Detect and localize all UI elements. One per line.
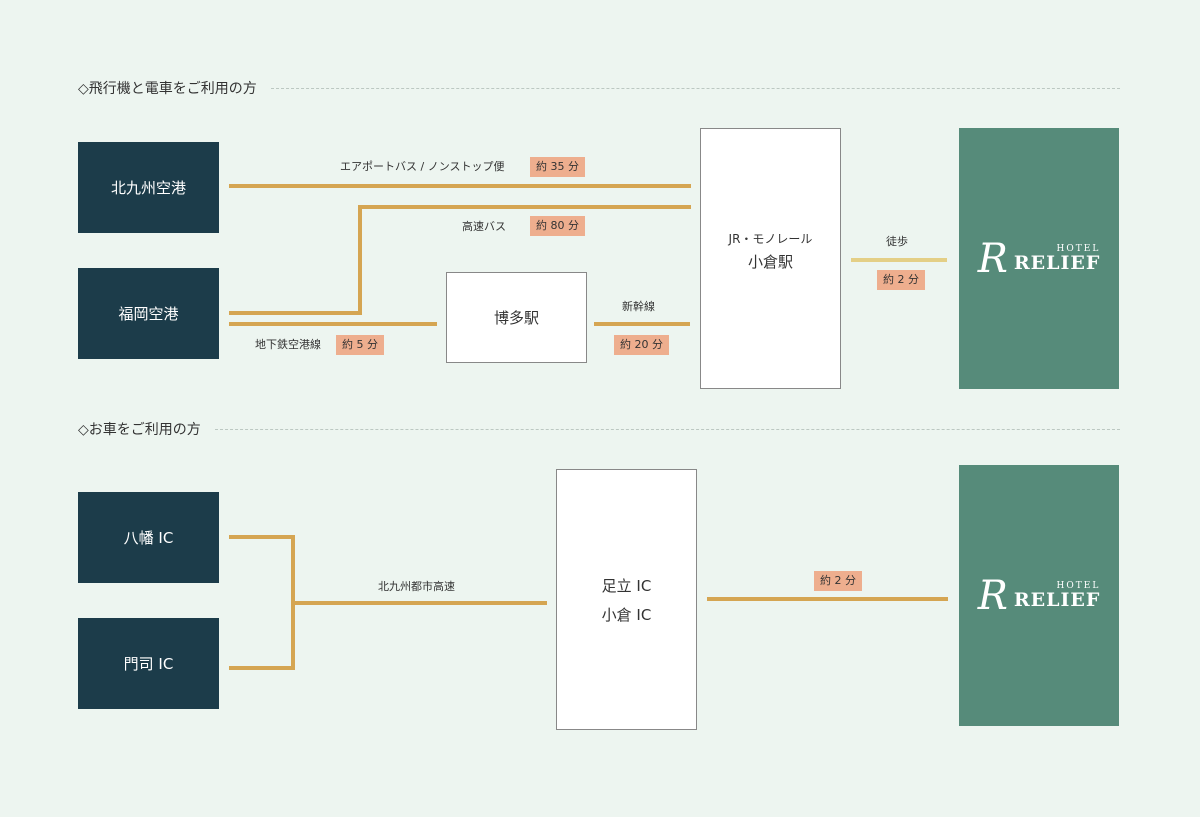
airport-bus-line	[229, 184, 691, 188]
hakata-station-box: 博多駅	[446, 272, 587, 363]
adachi-ic-label: 足立 IC	[601, 576, 652, 595]
hotel-relief-box: R HOTEL RELIEF	[959, 128, 1119, 389]
walk-time-badge: 約 2 分	[877, 270, 925, 290]
drive-time-badge: 約 2 分	[814, 571, 862, 591]
hotel-logo-big-text: RELIEF	[1013, 588, 1101, 611]
highway-bus-time-badge: 約 80 分	[530, 216, 585, 236]
fukuoka-airport-label: 福岡空港	[118, 305, 179, 323]
kokura-station-label: 小倉駅	[747, 252, 793, 271]
section-heading-car: ◇お車をご利用の方	[78, 419, 1120, 439]
moji-ic-box: 門司 IC	[78, 618, 219, 709]
yahata-ic-box: 八幡 IC	[78, 492, 219, 583]
hotel-relief-logo: R HOTEL RELIEF	[978, 576, 1101, 616]
kitakyushu-airport-box: 北九州空港	[78, 142, 219, 233]
expressway-label: 北九州都市高速	[378, 580, 455, 593]
highway-bus-label: 高速バス	[462, 220, 506, 233]
hotel-relief-box: R HOTEL RELIEF	[959, 465, 1119, 726]
section-heading-air-rail: ◇飛行機と電車をご利用の方	[78, 78, 1120, 98]
dashed-divider	[214, 428, 1120, 430]
kitakyushu-airport-label: 北九州空港	[110, 179, 186, 197]
dashed-divider	[270, 87, 1120, 89]
moji-connector-line	[229, 666, 295, 670]
hotel-relief-logo-mark: R	[977, 572, 1008, 619]
drive-line	[707, 597, 948, 601]
airport-bus-time-badge: 約 35 分	[530, 157, 585, 177]
walk-label: 徒歩	[886, 235, 908, 248]
shinkansen-time-badge: 約 20 分	[614, 335, 669, 355]
subway-time-badge: 約 5 分	[336, 335, 384, 355]
hotel-relief-logo-mark: R	[977, 235, 1008, 282]
hotel-relief-logo: R HOTEL RELIEF	[978, 239, 1101, 279]
yahata-ic-label: 八幡 IC	[123, 529, 174, 547]
hotel-logo-small-text: HOTEL	[1056, 243, 1101, 254]
shinkansen-label: 新幹線	[622, 300, 655, 313]
kokura-ic-label: 小倉 IC	[601, 605, 652, 624]
subway-line	[229, 322, 437, 326]
section-title-car: ◇お車をご利用の方	[78, 422, 201, 438]
highway-bus-line-segment-1	[229, 311, 362, 315]
moji-ic-label: 門司 IC	[123, 655, 174, 673]
hakata-station-label: 博多駅	[493, 309, 539, 327]
section-title-air-rail: ◇飛行機と電車をご利用の方	[78, 81, 257, 97]
subway-label: 地下鉄空港線	[255, 338, 321, 351]
adachi-kokura-ic-box: 足立 IC 小倉 IC	[556, 469, 697, 730]
airport-bus-label: エアポートバス / ノンストップ便	[340, 160, 505, 173]
walk-line	[851, 258, 947, 262]
expressway-line	[291, 601, 547, 605]
yahata-connector-line	[229, 535, 295, 539]
shinkansen-line	[594, 322, 690, 326]
highway-bus-line-segment-3	[358, 205, 691, 209]
fukuoka-airport-box: 福岡空港	[78, 268, 219, 359]
hotel-logo-big-text: RELIEF	[1013, 251, 1101, 274]
hotel-logo-small-text: HOTEL	[1056, 580, 1101, 591]
highway-bus-line-segment-2	[358, 205, 362, 315]
kokura-station-lines-label: JR・モノレール	[728, 231, 813, 246]
kokura-station-box: JR・モノレール 小倉駅	[700, 128, 841, 389]
